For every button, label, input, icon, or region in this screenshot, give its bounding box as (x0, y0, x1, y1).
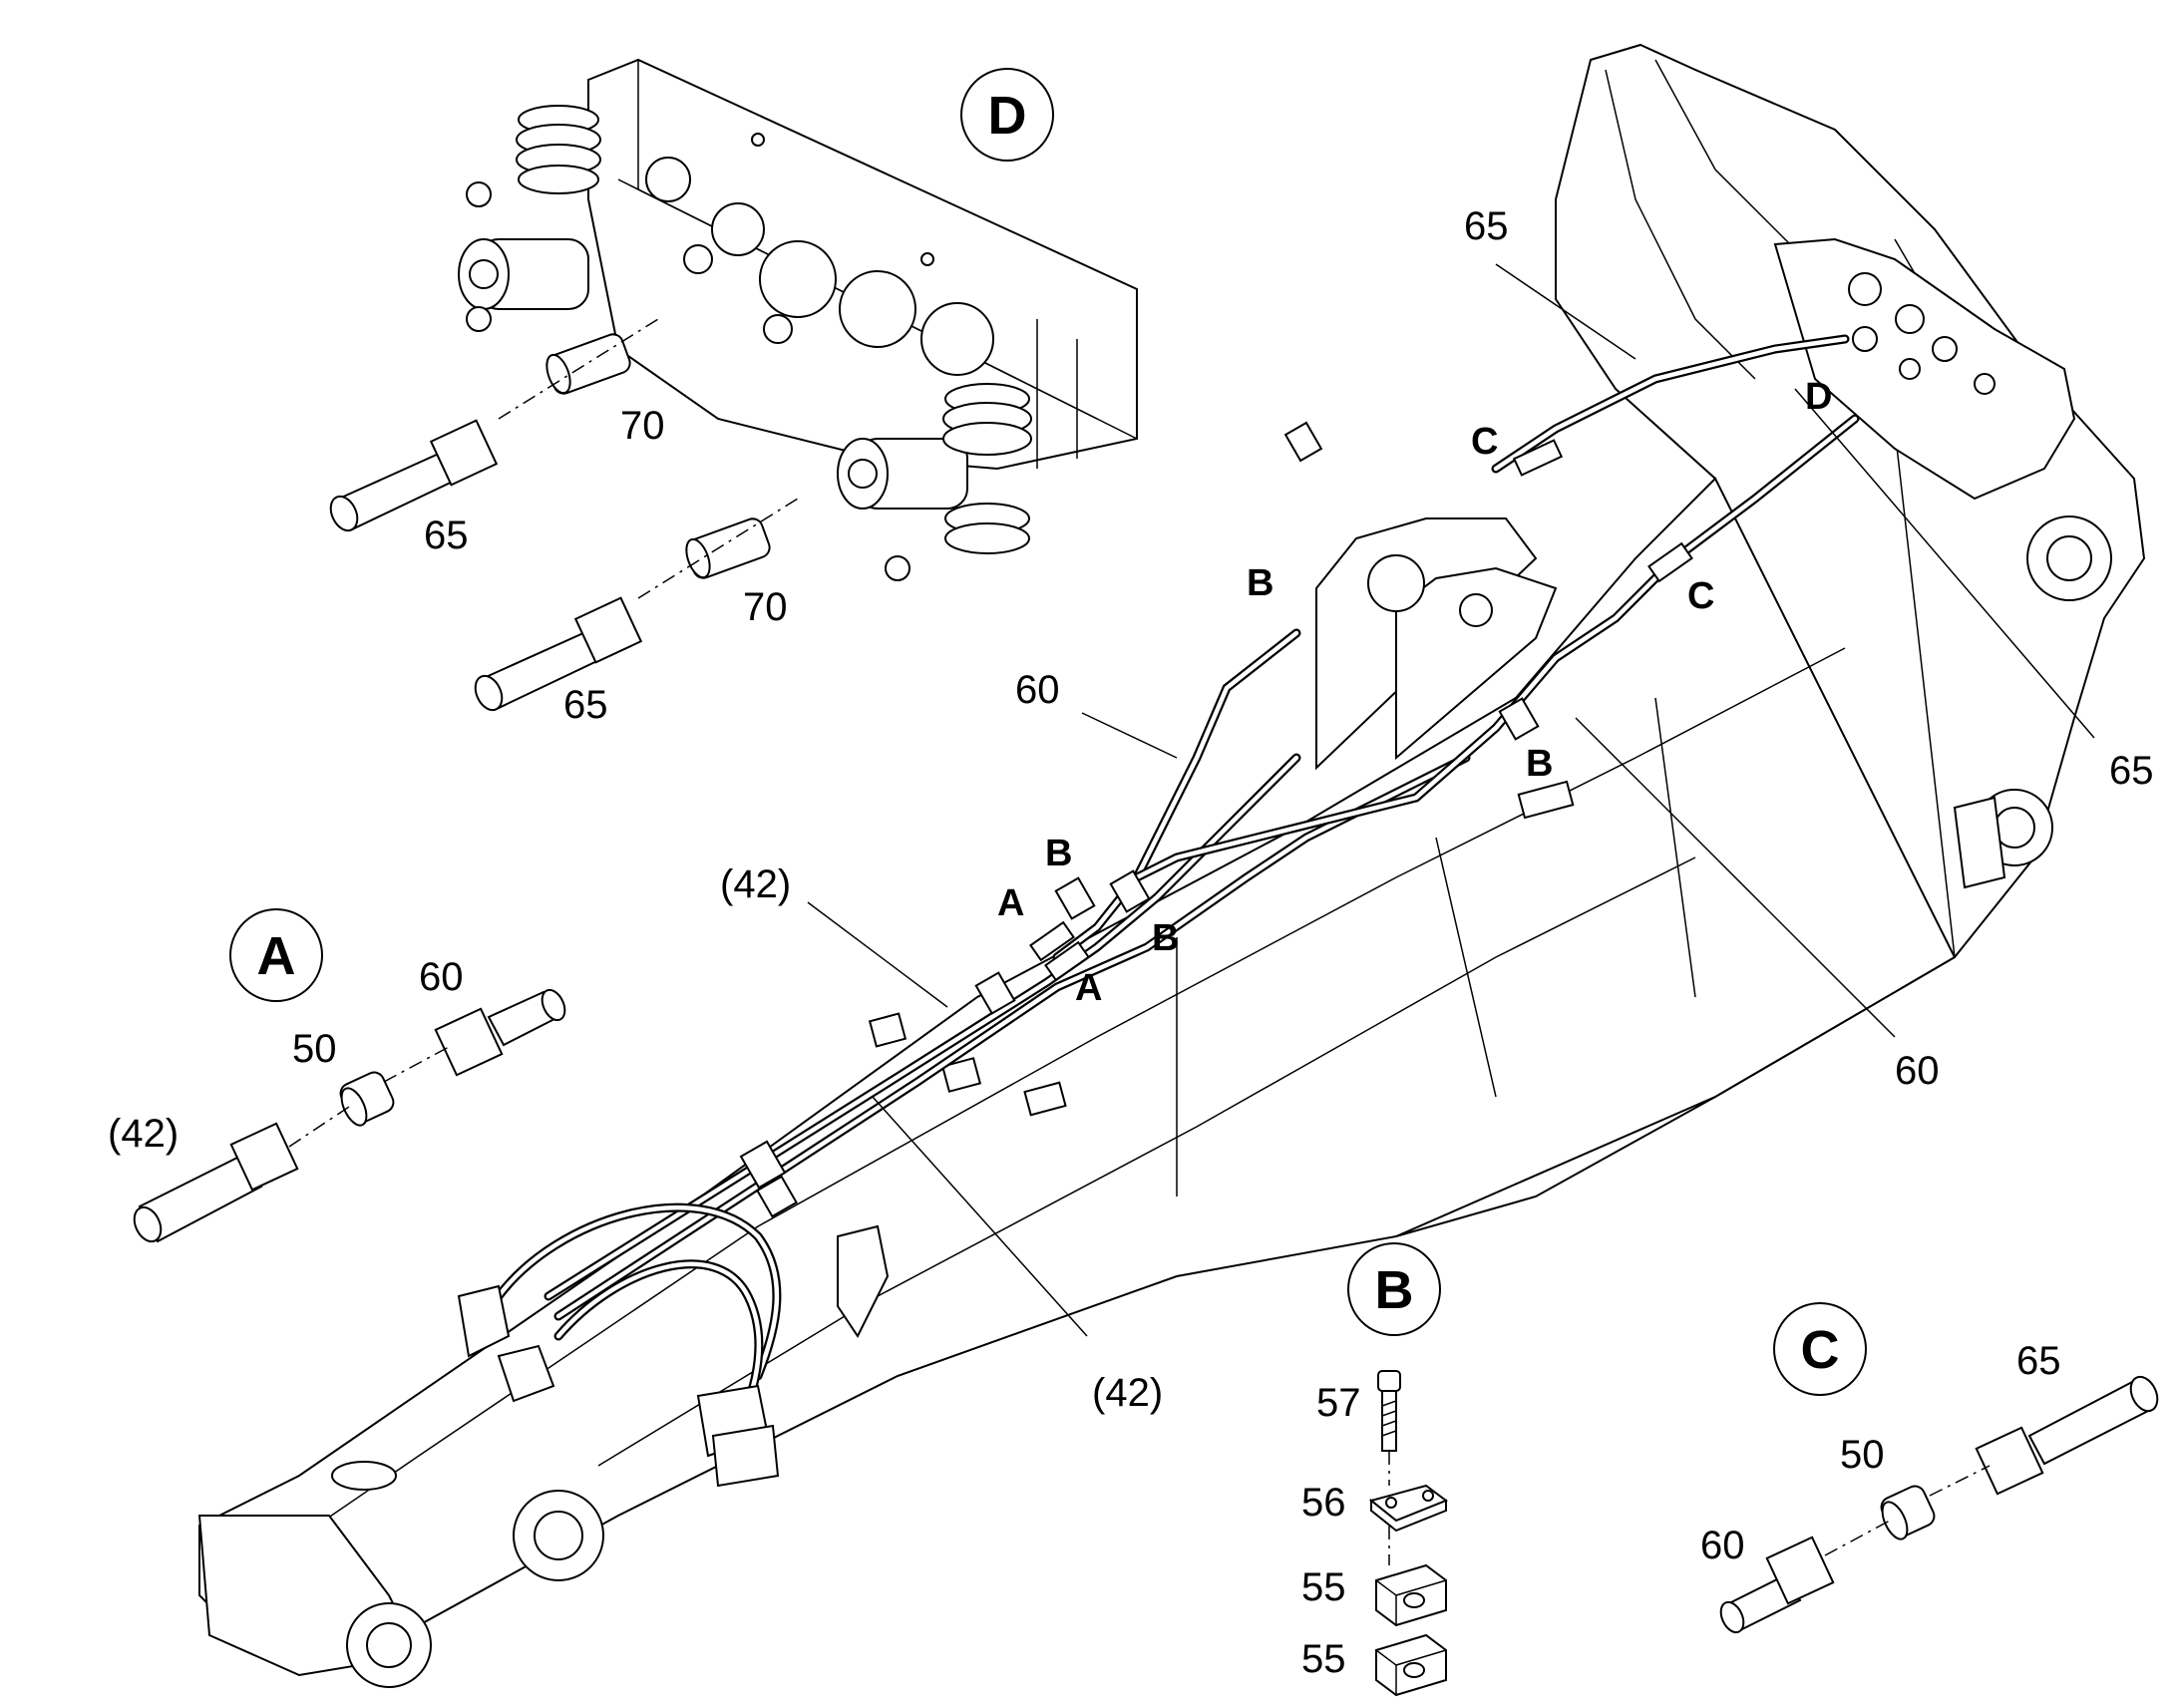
ref-a-2: A (1075, 967, 1102, 1009)
clamp-55-upper (1375, 1563, 1447, 1627)
label-main-65-right: 65 (2109, 749, 2154, 793)
label-d-70-a: 70 (620, 404, 665, 448)
ref-c-lower: C (1687, 575, 1714, 617)
solenoid-lower (837, 438, 968, 510)
detail-d-illustration (329, 58, 1138, 712)
detail-label-d: D (960, 68, 1054, 162)
label-b-56: 56 (1301, 1481, 1346, 1525)
svg-text:B: B (1375, 1260, 1414, 1320)
detail-c-illustration (1719, 1375, 2159, 1634)
main-manifold (1773, 237, 2076, 501)
label-main-42-upper: (42) (720, 862, 791, 906)
detail-label-c: C (1773, 1302, 1867, 1396)
hose-end-60-c (1719, 1536, 1835, 1634)
label-a-60: 60 (419, 955, 464, 999)
detail-label-b: B (1347, 1242, 1441, 1336)
detail-label-a: A (229, 908, 323, 1002)
solenoid-upper (458, 238, 589, 310)
label-c-65: 65 (2016, 1339, 2061, 1383)
hose-end-65-c (1975, 1375, 2159, 1496)
fitting-70-lower (685, 517, 771, 579)
label-c-60: 60 (1700, 1524, 1745, 1567)
label-a-42: (42) (108, 1112, 179, 1156)
detail-a-illustration (133, 988, 566, 1243)
clamp-55-lower (1375, 1633, 1447, 1697)
label-b-55-b: 55 (1301, 1637, 1346, 1681)
label-d-70-b: 70 (743, 585, 788, 629)
main-hoses (457, 334, 1860, 1488)
ref-b-2: B (1526, 743, 1553, 785)
ref-b-4: B (1152, 917, 1179, 959)
leader-lines (807, 263, 2095, 1337)
spring-upper-left (516, 105, 601, 194)
adapter-50-c (1880, 1485, 1936, 1540)
fitting-70-upper (545, 333, 631, 395)
ref-b-3: B (1045, 833, 1072, 874)
label-d-65-a: 65 (424, 513, 469, 557)
label-main-42-lower: (42) (1092, 1371, 1163, 1415)
ref-a-1: A (997, 882, 1024, 924)
detail-b-illustration (1368, 1370, 1449, 1697)
label-b-55-a: 55 (1301, 1565, 1346, 1609)
adapter-50-a (339, 1071, 395, 1127)
hose-end-65-lower (474, 596, 643, 712)
hose-end-42 (133, 1122, 299, 1243)
part-labels: 70 70 65 65 (42) 50 60 57 56 55 55 60 50… (108, 204, 2154, 1681)
bolt-57 (1377, 1370, 1401, 1452)
hose-end-60-a (434, 988, 566, 1077)
label-main-65-top: 65 (1464, 204, 1509, 248)
spring-lower-right (942, 383, 1032, 554)
label-c-50: 50 (1840, 1433, 1885, 1477)
label-b-57: 57 (1316, 1381, 1361, 1425)
label-d-65-b: 65 (563, 683, 608, 727)
ref-d: D (1805, 376, 1832, 418)
plate-56 (1368, 1484, 1449, 1533)
ref-c-upper: C (1471, 421, 1498, 463)
svg-text:D: D (988, 86, 1027, 146)
svg-text:C: C (1801, 1320, 1840, 1380)
label-a-50: 50 (292, 1027, 337, 1071)
svg-text:A: A (257, 926, 296, 986)
hose-end-65-upper (329, 419, 499, 532)
label-main-60-right: 60 (1895, 1049, 1940, 1093)
label-main-60-left: 60 (1015, 668, 1060, 712)
ref-b-1: B (1247, 562, 1273, 604)
